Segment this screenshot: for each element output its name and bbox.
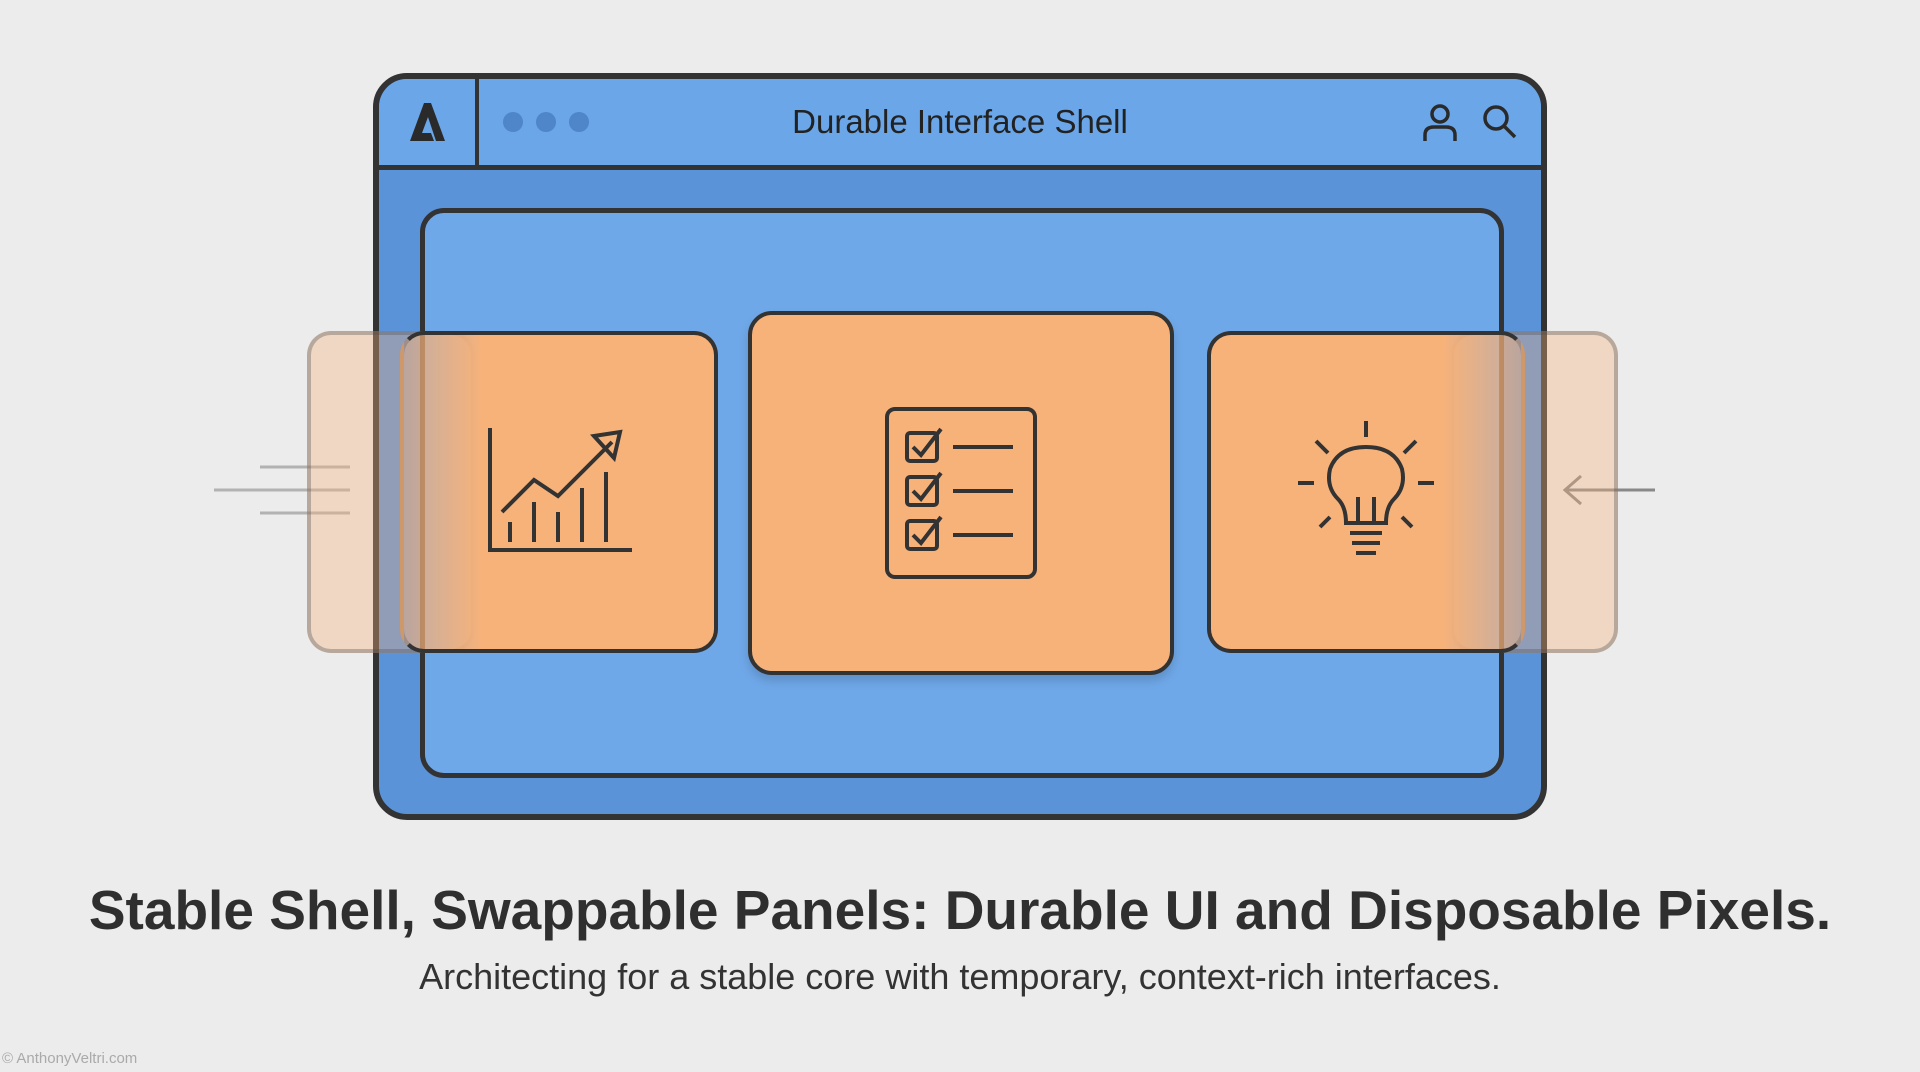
user-icon[interactable] [1419, 101, 1461, 148]
window-dot-1[interactable] [503, 112, 523, 132]
window-dot-2[interactable] [536, 112, 556, 132]
growth-chart-icon [488, 428, 632, 552]
panel-ideas[interactable] [1207, 331, 1525, 653]
a-logo-icon[interactable] [379, 79, 479, 165]
headline: Stable Shell, Swappable Panels: Durable … [88, 879, 1832, 941]
panel-checklist[interactable] [748, 311, 1174, 675]
window-dot-3[interactable] [569, 112, 589, 132]
lightbulb-icon [1298, 421, 1434, 555]
copyright: © AnthonyVeltri.com [2, 1050, 138, 1067]
arrow-left-icon [1562, 474, 1655, 506]
checklist-icon [885, 407, 1037, 579]
title-bar: Durable Interface Shell [379, 79, 1541, 170]
search-icon[interactable] [1479, 101, 1519, 146]
incoming-motion-lines [214, 465, 350, 515]
window-title: Durable Interface Shell [792, 103, 1128, 140]
panel-analytics[interactable] [400, 331, 718, 653]
subtitle: Architecting for a stable core with temp… [419, 956, 1501, 997]
